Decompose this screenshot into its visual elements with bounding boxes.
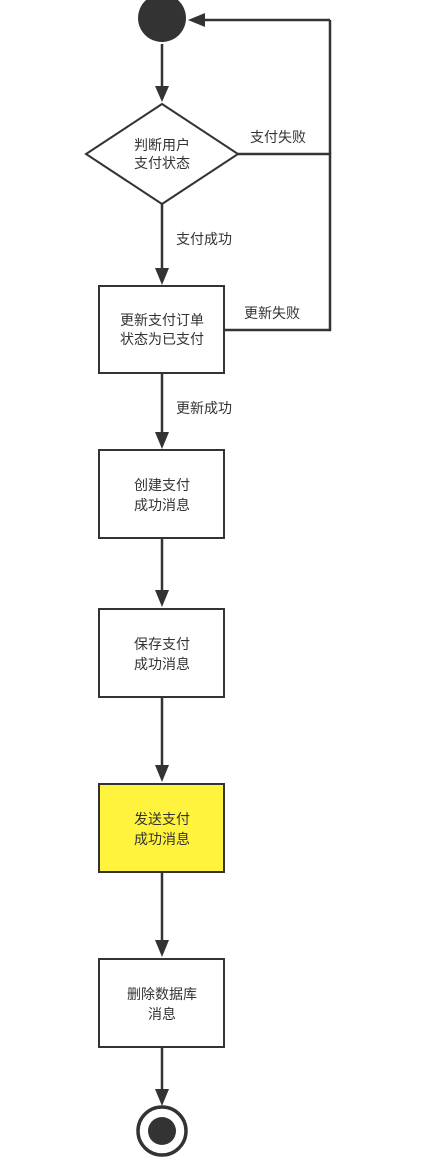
decision-label-line1: 判断用户 — [134, 137, 190, 154]
feedback-loop-line — [224, 152, 332, 332]
delete-message-label-line1: 删除数据库 — [127, 987, 197, 1003]
arrowhead-send-to-delete — [155, 940, 169, 957]
edge-label-pay-success: 支付成功 — [176, 232, 232, 248]
arrowhead-create-to-save — [155, 590, 169, 607]
send-message-label-line1: 发送支付 — [134, 812, 190, 828]
arrowhead-update-to-create — [155, 432, 169, 449]
update-order-node — [98, 285, 225, 374]
edge-label-update-success: 更新成功 — [176, 401, 232, 417]
send-message-label-line2: 成功消息 — [134, 831, 190, 848]
send-message-node — [98, 783, 225, 873]
arrowhead-loop-to-start — [188, 13, 205, 27]
end-node-inner — [148, 1117, 176, 1145]
arrowhead-save-to-send — [155, 765, 169, 782]
delete-message-label-line2: 消息 — [148, 1006, 176, 1023]
update-order-label-line2: 状态为已支付 — [120, 332, 204, 348]
delete-message-node — [98, 958, 225, 1048]
create-message-label-line2: 成功消息 — [134, 497, 190, 514]
edge-label-pay-failed: 支付失败 — [250, 130, 306, 146]
decision-node — [84, 102, 240, 206]
update-order-label-line1: 更新支付订单 — [120, 313, 204, 329]
arrowhead-decision-to-update — [155, 268, 169, 285]
save-message-label-line1: 保存支付 — [134, 637, 190, 653]
create-message-label-line1: 创建支付 — [134, 478, 190, 494]
decision-label-line2: 支付状态 — [134, 156, 190, 172]
arrowhead-start-to-decision — [155, 86, 169, 102]
create-message-node — [98, 449, 225, 539]
save-message-node — [98, 608, 225, 698]
arrowhead-delete-to-end — [155, 1089, 169, 1106]
start-node — [138, 0, 186, 42]
edge-label-update-failed: 更新失败 — [244, 306, 300, 322]
save-message-label-line2: 成功消息 — [134, 656, 190, 673]
